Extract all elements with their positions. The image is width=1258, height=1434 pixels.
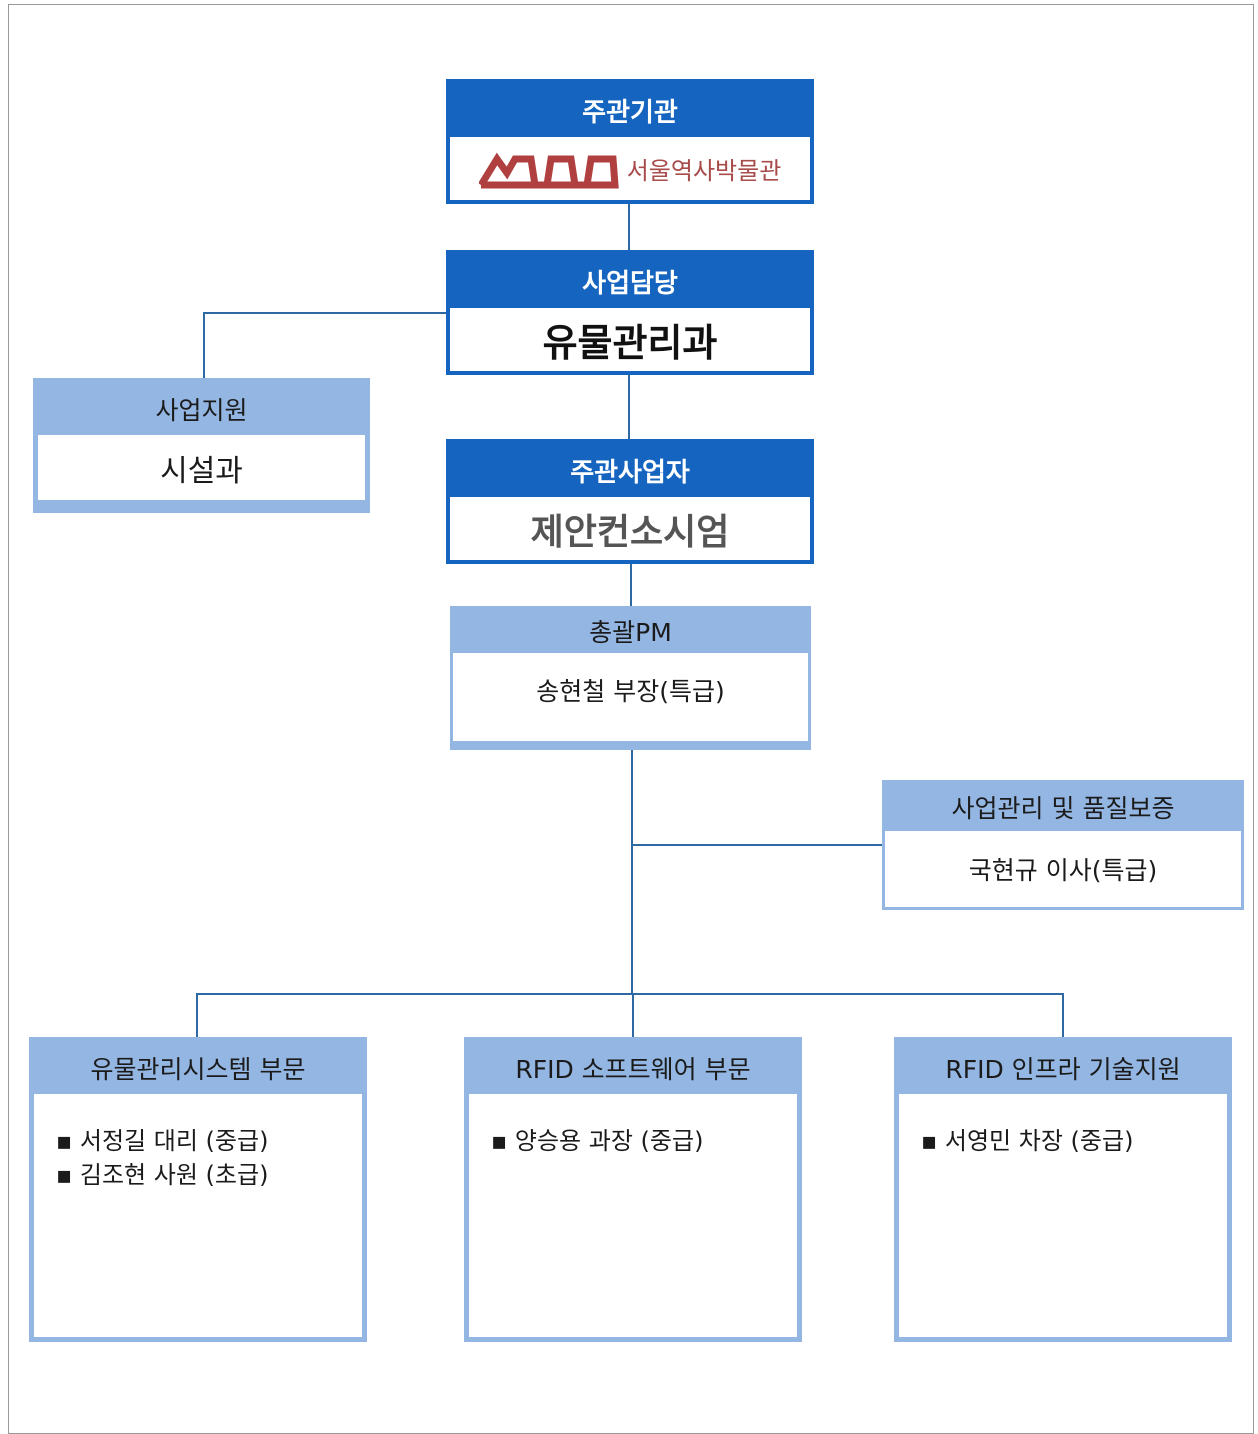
museum-logo: 서울역사박물관 <box>478 149 782 189</box>
qa-name: 국현규 이사(특급) <box>885 831 1241 907</box>
contractor-label: 주관사업자 <box>570 457 690 488</box>
support-box: 사업지원 시설과 <box>33 378 370 513</box>
pm-box: 총괄PM 송현철 부장(특급) <box>450 606 811 750</box>
contractor-box: 주관사업자 제안컨소시엄 <box>446 439 814 564</box>
division-body: ▪ 서영민 차장 (중급) <box>899 1094 1227 1337</box>
division-body: ▪ 서정길 대리 (중급) ▪ 김조현 사원 (초급) <box>34 1094 362 1337</box>
connector <box>203 312 448 314</box>
connector <box>1062 993 1064 1039</box>
division-box: RFID 인프라 기술지원 ▪ 서영민 차장 (중급) <box>894 1037 1232 1342</box>
museum-name: 서울역사박물관 <box>626 157 782 185</box>
division-label: 유물관리시스템 부문 <box>90 1055 306 1084</box>
connector <box>631 844 884 846</box>
connector <box>203 312 205 380</box>
division-box: RFID 소프트웨어 부문 ▪ 양승용 과장 (중급) <box>464 1037 802 1342</box>
division-label: RFID 소프트웨어 부문 <box>515 1055 751 1084</box>
museum-logo-icon <box>478 152 619 188</box>
pm-label: 총괄PM <box>589 618 672 647</box>
host-org-box: 주관기관 서울역사박물관 <box>446 79 814 204</box>
host-org-body: 서울역사박물관 <box>450 137 810 200</box>
manager-label: 사업담당 <box>582 268 678 299</box>
pm-name: 송현철 부장(특급) <box>453 653 808 741</box>
support-name: 시설과 <box>38 435 365 500</box>
division-body: ▪ 양승용 과장 (중급) <box>469 1094 797 1337</box>
connector <box>628 373 630 441</box>
connector <box>196 993 198 1039</box>
division-label: RFID 인프라 기술지원 <box>945 1055 1181 1084</box>
connector <box>630 562 632 608</box>
member-item: ▪ 김조현 사원 (초급) <box>56 1161 269 1189</box>
member-item: ▪ 양승용 과장 (중급) <box>491 1127 704 1155</box>
qa-label: 사업관리 및 품질보증 <box>951 794 1175 823</box>
member-item: ▪ 서정길 대리 (중급) <box>56 1127 269 1155</box>
qa-box: 사업관리 및 품질보증 국현규 이사(특급) <box>882 780 1244 910</box>
contractor-name: 제안컨소시엄 <box>450 497 810 560</box>
member-item: ▪ 서영민 차장 (중급) <box>921 1127 1134 1155</box>
division-box: 유물관리시스템 부문 ▪ 서정길 대리 (중급) ▪ 김조현 사원 (초급) <box>29 1037 367 1342</box>
manager-box: 사업담당 유물관리과 <box>446 250 814 375</box>
connector <box>631 749 633 995</box>
manager-name: 유물관리과 <box>450 308 810 371</box>
connector <box>628 202 630 252</box>
support-label: 사업지원 <box>155 396 248 425</box>
connector <box>196 993 1064 995</box>
connector <box>632 993 634 1039</box>
host-org-label: 주관기관 <box>582 97 678 128</box>
